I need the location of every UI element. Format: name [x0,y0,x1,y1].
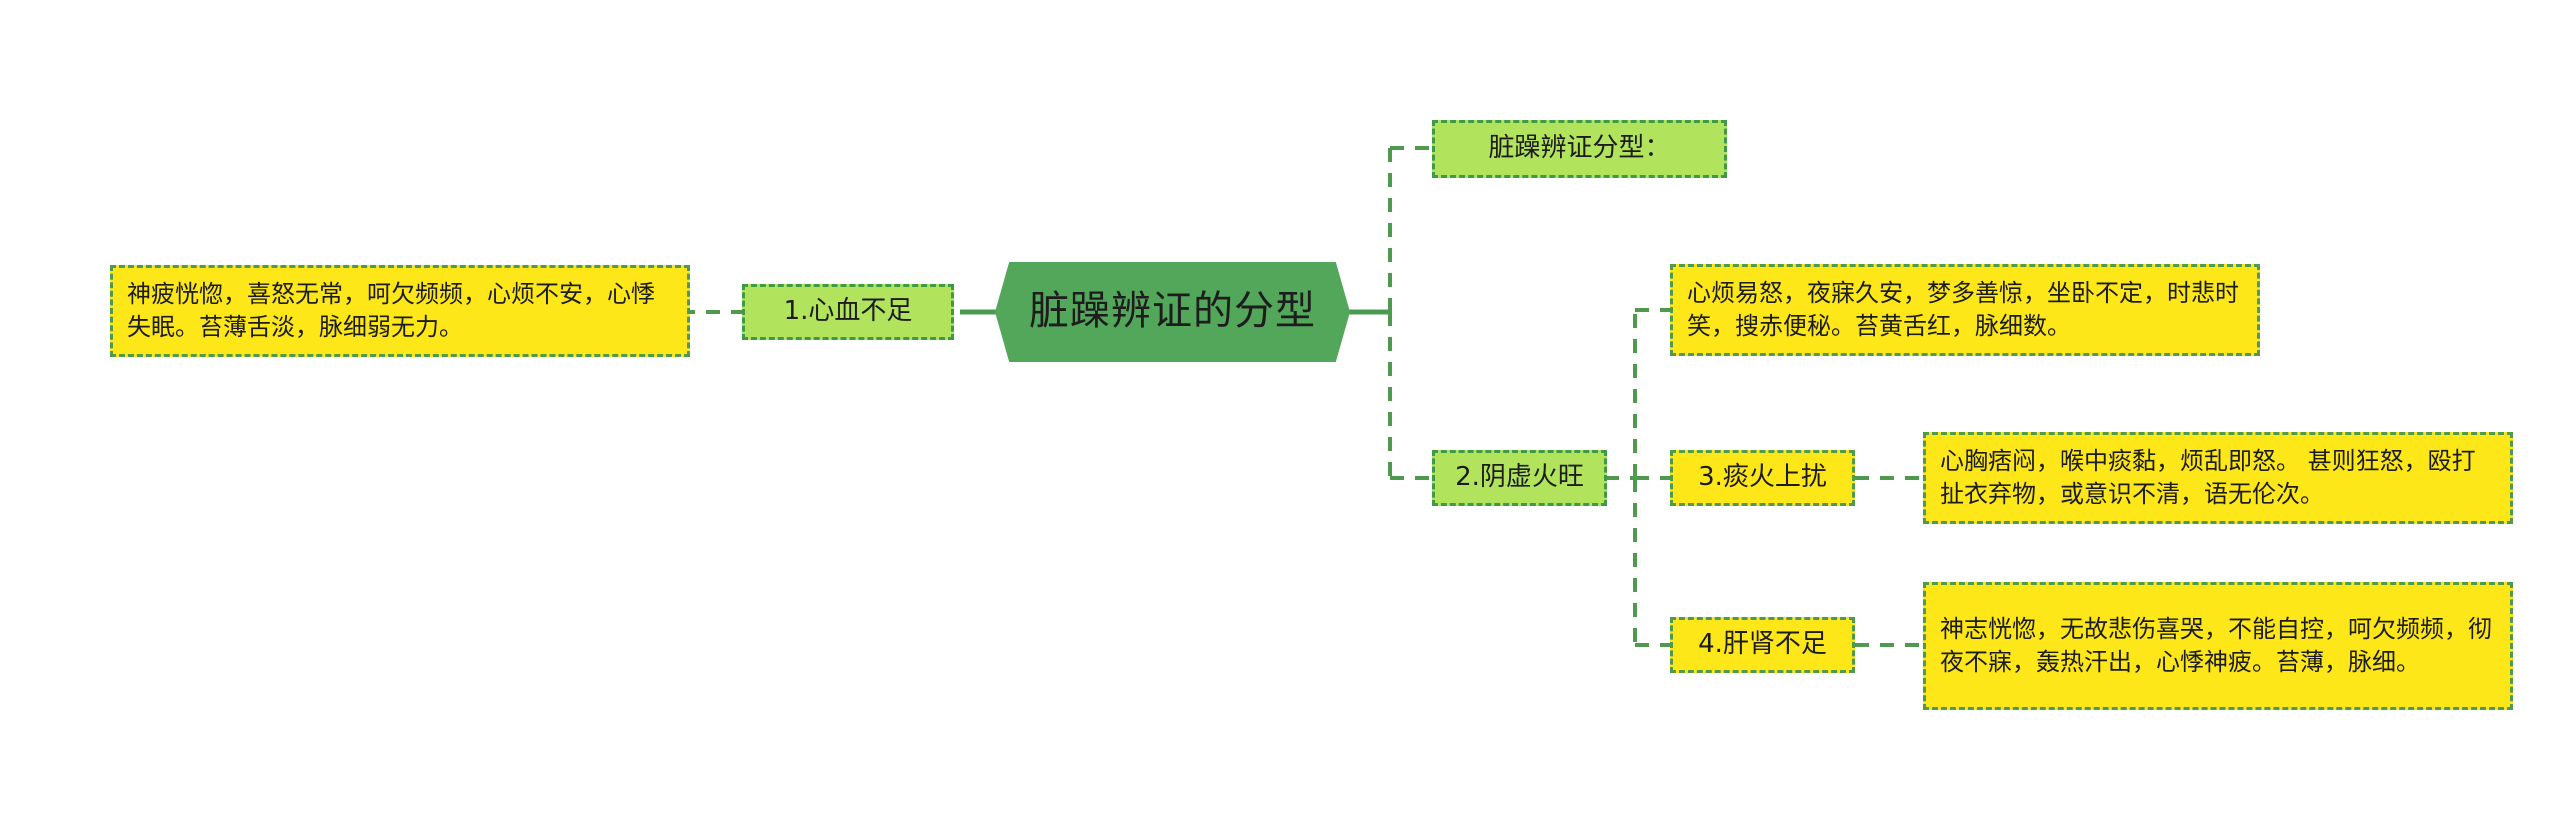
node-branch-3-label: 3.痰火上扰 [1698,462,1827,493]
node-branch-2-label: 2.阴虚火旺 [1455,462,1584,493]
node-branch-4[interactable]: 4.肝肾不足 [1670,617,1855,673]
node-branch-2[interactable]: 2.阴虚火旺 [1432,450,1607,506]
leaf-branch-4-text: 神志恍惚，无故悲伤喜哭，不能自控，呵欠频频，彻夜不寐，轰热汗出，心悸神疲。苔薄，… [1940,614,2492,676]
leaf-branch-2-text: 心烦易怒，夜寐久安，梦多善惊，坐卧不定，时悲时笑，搜赤便秘。苔黄舌红，脉细数。 [1687,278,2239,340]
leaf-branch-2-detail[interactable]: 心烦易怒，夜寐久安，梦多善惊，坐卧不定，时悲时笑，搜赤便秘。苔黄舌红，脉细数。 [1670,264,2260,356]
node-branch-1-label: 1.心血不足 [783,296,913,327]
node-heading-label: 脏躁辨证分型： [1488,133,1671,164]
leaf-branch-4-detail[interactable]: 神志恍惚，无故悲伤喜哭，不能自控，呵欠频频，彻夜不寐，轰热汗出，心悸神疲。苔薄，… [1923,582,2513,710]
root-node-label: 脏躁辨证的分型 [1029,288,1316,335]
leaf-branch-1-text: 神疲恍惚，喜怒无常，呵欠频频，心烦不安，心悸失眠。苔薄舌淡，脉细弱无力。 [127,279,655,341]
leaf-branch-3-detail[interactable]: 心胸痞闷，喉中痰黏，烦乱即怒。 甚则狂怒，殴打扯衣弃物，或意识不清，语无伦次。 [1923,432,2513,524]
node-branch-1[interactable]: 1.心血不足 [742,284,954,340]
leaf-branch-1-detail[interactable]: 神疲恍惚，喜怒无常，呵欠频频，心烦不安，心悸失眠。苔薄舌淡，脉细弱无力。 [110,265,690,357]
leaf-branch-3-text: 心胸痞闷，喉中痰黏，烦乱即怒。 甚则狂怒，殴打扯衣弃物，或意识不清，语无伦次。 [1940,446,2476,508]
node-heading[interactable]: 脏躁辨证分型： [1432,120,1727,178]
node-branch-3[interactable]: 3.痰火上扰 [1670,450,1855,506]
root-node[interactable]: 脏躁辨证的分型 [995,262,1350,362]
node-branch-4-label: 4.肝肾不足 [1698,629,1827,660]
